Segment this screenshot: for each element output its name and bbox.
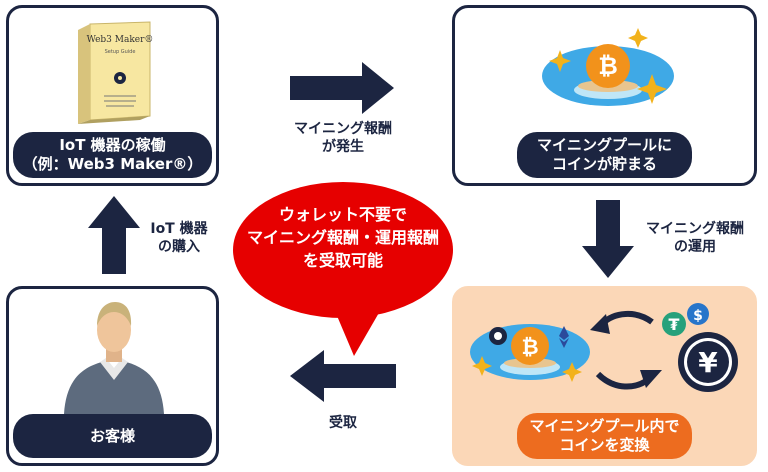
bubble-line2: マイニング報酬・運用報酬 (246, 228, 439, 247)
right-arrow-line1: マイニング報酬 (646, 221, 744, 237)
conversion-line1: マイニングプール内で (529, 417, 680, 435)
right-flow-arrow (582, 200, 634, 278)
currency-icons: ₮ $ ¥ (662, 303, 738, 392)
left-arrow-line1: IoT 機器 (150, 221, 208, 237)
left-arrow-line2: の購入 (158, 239, 200, 255)
book-icon: Web3 Maker® Setup Guide (78, 21, 154, 124)
mining-pool-line2: コインが貯まる (551, 155, 657, 173)
bubble-line3: を受取可能 (302, 251, 383, 270)
left-flow-arrow (88, 196, 140, 274)
right-arrow-line2: の運用 (674, 239, 716, 255)
conversion-label: マイニングプール内で コインを変換 (517, 413, 692, 459)
customer-label: お客様 (13, 414, 212, 458)
iot-operation-line2: （例：Web3 Maker®） (22, 155, 203, 173)
top-arrow-label: マイニング報酬 が発生 (283, 120, 403, 156)
mining-pool-icon: ₿ (542, 28, 674, 106)
top-arrow-line1: マイニング報酬 (294, 121, 392, 137)
top-arrow-line2: が発生 (322, 139, 364, 155)
bitcoin-icon: ₿ (598, 52, 618, 80)
conversion-line2: コインを変換 (559, 436, 650, 454)
bottom-arrow-text: 受取 (329, 415, 357, 431)
bubble-text: ウォレット不要で マイニング報酬・運用報酬 を受取可能 (240, 203, 446, 272)
speech-bubble (233, 182, 453, 356)
mining-pool-label: マイニングプールに コインが貯まる (517, 132, 692, 178)
bottom-flow-arrow (290, 350, 396, 402)
exchange-arrows-icon (590, 311, 662, 390)
tether-icon: ₮ (668, 315, 679, 334)
top-flow-arrow (290, 62, 394, 114)
iot-operation-line1: IoT 機器の稼働 (59, 136, 166, 154)
conversion-pool-icon: ₿ (470, 324, 590, 382)
left-arrow-label: IoT 機器 の購入 (140, 220, 218, 256)
book-title: Web3 Maker® (87, 35, 154, 45)
book-subtitle: Setup Guide (105, 49, 136, 55)
dollar-icon: $ (693, 308, 703, 324)
right-arrow-label: マイニング報酬 の運用 (636, 220, 754, 256)
yen-icon: ¥ (698, 346, 718, 379)
mining-pool-line1: マイニングプールに (536, 136, 672, 154)
iot-operation-label: IoT 機器の稼働 （例：Web3 Maker®） (13, 132, 212, 178)
conversion-bitcoin-icon: ₿ (521, 335, 538, 359)
customer-icon (64, 302, 164, 414)
bottom-arrow-label: 受取 (303, 414, 383, 432)
bubble-line1: ウォレット不要で (278, 205, 407, 224)
customer-text: お客様 (89, 426, 135, 445)
